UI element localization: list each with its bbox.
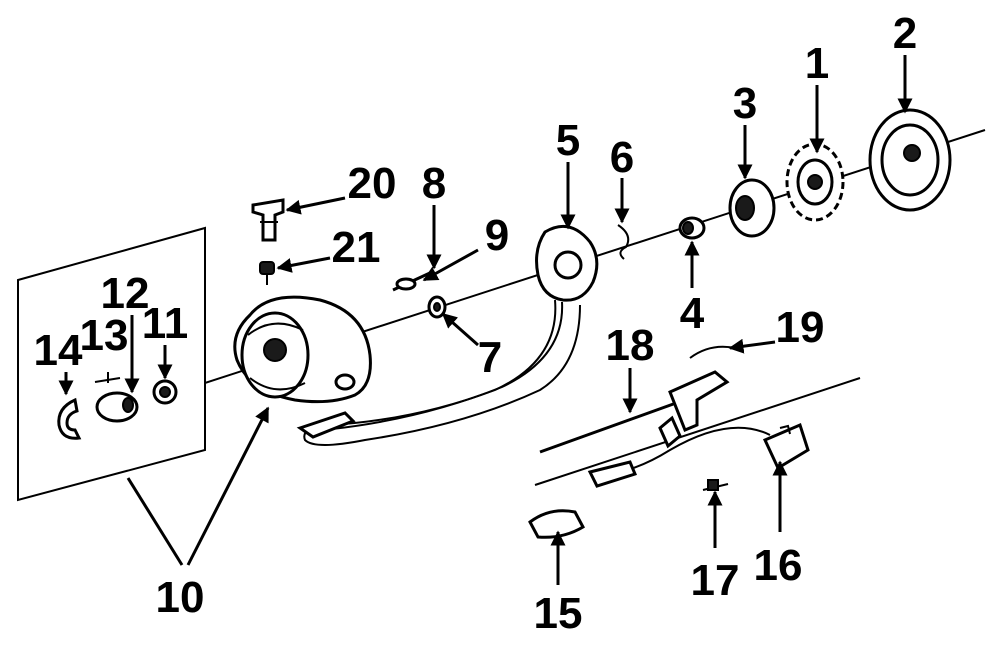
callout-6: 6 (610, 133, 634, 182)
part-7-washer (427, 295, 447, 319)
callout-5: 5 (556, 116, 580, 165)
callout-7: 7 (478, 333, 502, 382)
part-21-screw (259, 261, 275, 285)
callout-16: 16 (754, 541, 803, 590)
leader-10a (186, 406, 270, 566)
part-10-housing (233, 295, 372, 404)
leader-21 (276, 256, 331, 273)
callout-13: 13 (80, 311, 129, 360)
part-4-bushing (678, 216, 706, 240)
part-19-wire (689, 345, 736, 359)
leader-7 (441, 312, 479, 347)
callout-19: 19 (776, 303, 825, 352)
callout-1: 1 (805, 39, 829, 88)
callout-3: 3 (733, 79, 757, 128)
part-13-pin (94, 372, 121, 383)
callout-8: 8 (422, 159, 446, 208)
callout-21: 21 (332, 223, 381, 272)
callout-20: 20 (348, 159, 397, 208)
part-8-pin (392, 270, 433, 292)
part-5-signal-switch (296, 224, 599, 446)
part-12-sleeve (95, 391, 139, 423)
part-18-rod (539, 370, 730, 454)
part-15-cap (528, 509, 585, 539)
part-1-gear (785, 142, 845, 222)
leader-19 (728, 338, 776, 354)
part-6-clip (617, 224, 630, 260)
part-14-clip (57, 397, 82, 440)
part-17-bolt (702, 479, 729, 491)
leader-9 (422, 248, 479, 282)
callout-14: 14 (34, 326, 83, 375)
shaft-axis-lower (534, 377, 861, 486)
leader-20 (285, 196, 346, 215)
part-2-cover (868, 108, 952, 212)
callout-2: 2 (893, 9, 917, 58)
callout-18: 18 (606, 321, 655, 370)
callout-11: 11 (142, 299, 189, 348)
callout-17: 17 (691, 556, 740, 605)
callout-15: 15 (534, 589, 583, 638)
part-20-switch (251, 198, 285, 242)
leader-10b (126, 477, 184, 566)
part-3-cam (728, 178, 776, 238)
callout-12: 12 (101, 269, 150, 318)
callout-9: 9 (485, 211, 509, 260)
callout-4: 4 (680, 289, 705, 338)
part-11-bearing (152, 379, 178, 405)
callout-10: 10 (156, 573, 205, 622)
part-16-bracket (587, 422, 810, 488)
